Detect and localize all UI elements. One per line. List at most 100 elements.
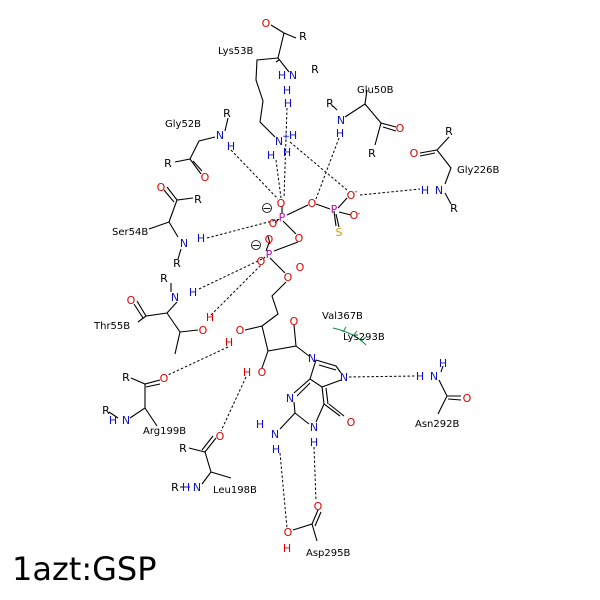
residue-label-leu198b: Leu198B bbox=[213, 485, 257, 496]
atom-h-14: H bbox=[336, 127, 344, 140]
charge-circle-86 bbox=[251, 240, 261, 250]
atom-o-15: O bbox=[396, 122, 405, 135]
atom-r-74: R bbox=[179, 442, 187, 455]
arg199b-bonds bbox=[108, 377, 161, 427]
glu50b-bonds bbox=[332, 89, 397, 146]
residue-labels: Lys53BGlu50BGly52BGly226BSer54BThr55BVal… bbox=[93, 46, 500, 559]
atom-o-38: O bbox=[269, 217, 278, 230]
atom-o-81: O bbox=[463, 392, 472, 405]
atom-r-12: R bbox=[326, 97, 334, 110]
atom-h-30: H bbox=[197, 232, 205, 245]
gly226b-bonds bbox=[419, 136, 452, 205]
atom-n-61: N bbox=[286, 392, 294, 405]
atom-r-16: R bbox=[368, 147, 376, 160]
residue-label-glu50b: Glu50B bbox=[357, 85, 394, 96]
atom-o-82: O bbox=[314, 500, 323, 513]
atom-h-72: H bbox=[109, 414, 117, 427]
atom-o-47: O bbox=[284, 271, 293, 284]
atom-p-37: P bbox=[331, 203, 338, 216]
atom-n-65: N bbox=[271, 428, 279, 441]
atom-o-39: O bbox=[350, 209, 359, 222]
atom-h-63: H bbox=[310, 436, 318, 449]
atom-h-67: H bbox=[272, 443, 280, 456]
leu198b-bonds bbox=[180, 435, 232, 488]
atom-sign-40: - bbox=[357, 209, 360, 219]
ser54b-bonds bbox=[148, 186, 194, 260]
atom-r-4: R bbox=[311, 63, 319, 76]
atom-h-10: H bbox=[267, 149, 275, 162]
atom-n-18: N bbox=[216, 129, 224, 142]
atom-r-70: R bbox=[102, 404, 110, 417]
atom-o-51: O bbox=[127, 294, 136, 307]
atom-h-9: H bbox=[289, 129, 297, 142]
guanine-ring-bonds bbox=[279, 359, 345, 430]
hydrophobic-contact bbox=[332, 326, 367, 346]
atom-h-77: H bbox=[182, 481, 190, 494]
residue-label-arg199b: Arg199B bbox=[143, 426, 186, 437]
atom-r-26: R bbox=[450, 202, 458, 215]
asp295b-bonds bbox=[292, 509, 322, 542]
atom-o-21: O bbox=[201, 171, 210, 184]
atom-o-54: O bbox=[290, 315, 299, 328]
atom-h-5: H bbox=[283, 84, 291, 97]
residue-label-gly226b: Gly226B bbox=[457, 165, 500, 176]
residue-label-ser54b: Ser54B bbox=[112, 227, 148, 238]
atom-h-56: H bbox=[225, 336, 233, 349]
atom-n-24: N bbox=[435, 184, 443, 197]
thr55b-bonds bbox=[133, 283, 199, 355]
ligand-bonds bbox=[244, 197, 352, 369]
atom-s-41: S bbox=[336, 226, 343, 239]
atom-r-20: R bbox=[164, 157, 172, 170]
atom-o-45: O bbox=[257, 255, 266, 268]
atom-o-0: O bbox=[262, 17, 271, 30]
residue-label-gly52b: Gly52B bbox=[165, 119, 201, 130]
atom-p-44: P bbox=[266, 248, 273, 261]
atom-p-36: P bbox=[279, 211, 286, 224]
atom-r-31: R bbox=[173, 257, 181, 270]
atom-h-19: H bbox=[227, 140, 235, 153]
hydrogen-bonds bbox=[167, 107, 421, 529]
atom-sign-8: + bbox=[282, 132, 290, 142]
atom-o-34: O bbox=[347, 189, 356, 202]
residue-label-asp295b: Asp295B bbox=[306, 548, 350, 559]
atom-o-43: O bbox=[265, 233, 274, 246]
atom-n-59: N bbox=[308, 352, 316, 365]
atom-sign-35: - bbox=[354, 187, 357, 197]
atom-h-53: H bbox=[206, 311, 214, 324]
atom-h-66: H bbox=[256, 418, 264, 431]
atom-o-55: O bbox=[236, 324, 245, 337]
atom-n-60: N bbox=[340, 371, 348, 384]
atom-h-58: H bbox=[243, 366, 251, 379]
atom-o-69: O bbox=[160, 372, 169, 385]
residue-label-val367b: Val367B bbox=[322, 311, 363, 322]
atom-r-75: R bbox=[171, 481, 179, 494]
atom-sign-85: − bbox=[262, 202, 271, 215]
atom-h-78: H bbox=[439, 357, 447, 370]
atom-o-46: O bbox=[296, 261, 305, 274]
lys53b-bonds bbox=[255, 24, 297, 138]
atom-r-22: R bbox=[445, 125, 453, 138]
atom-sign-86: − bbox=[251, 239, 260, 252]
atom-o-32: O bbox=[277, 197, 286, 210]
atom-o-42: O bbox=[295, 232, 304, 245]
atom-o-64: O bbox=[347, 416, 356, 429]
atom-o-23: O bbox=[410, 147, 419, 160]
residue-label-asn292b: Asn292B bbox=[415, 419, 459, 430]
atom-n-29: N bbox=[180, 237, 188, 250]
atom-h-79: H bbox=[416, 370, 424, 383]
atom-h-84: H bbox=[283, 542, 291, 555]
atom-n-71: N bbox=[122, 414, 130, 427]
page-title: 1azt:GSP bbox=[12, 550, 157, 588]
atom-h-50: H bbox=[189, 286, 197, 299]
atom-o-52: O bbox=[199, 324, 208, 337]
atom-r-48: R bbox=[160, 272, 168, 285]
residue-label-lys293b: Lys293B bbox=[343, 332, 385, 343]
atom-o-73: O bbox=[216, 430, 225, 443]
atom-r-68: R bbox=[122, 371, 130, 384]
atom-n-2: N bbox=[289, 69, 297, 82]
atom-h-3: H bbox=[278, 69, 286, 82]
atom-r-28: R bbox=[194, 193, 202, 206]
atom-o-83: O bbox=[284, 526, 293, 539]
